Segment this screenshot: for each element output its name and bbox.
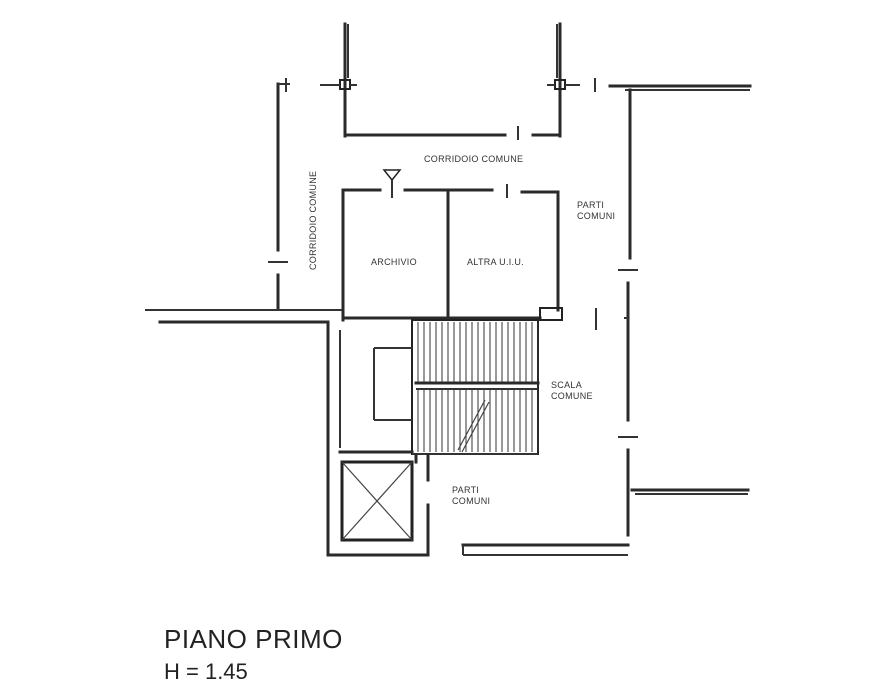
floor-plan: CORRIDOIO COMUNE CORRIDOIO COMUNE PARTI … [145,22,752,557]
bottom-walls [461,543,630,556]
label-parti-comuni-right-2: COMUNI [577,211,615,221]
label-parti-comuni-bottom-2: COMUNI [452,496,490,506]
label-archivio: ARCHIVIO [371,257,417,267]
upper-rooms-walls [341,169,563,322]
label-scala-1: SCALA [551,380,582,390]
floor-title: PIANO PRIMO [164,624,343,654]
left-corridor-walls [268,82,290,310]
label-scala-2: COMUNE [551,391,593,401]
label-parti-comuni-bottom-1: PARTI [452,485,479,495]
floor-scale: H = 1.45 [164,659,248,684]
staircase [338,319,540,455]
left-slab-walls [145,309,344,557]
label-corridoio-top: CORRIDOIO COMUNE [424,154,523,164]
label-altra-uiu: ALTRA U.I.U. [467,257,524,267]
label-parti-comuni-right-1: PARTI [577,200,604,210]
right-outer-walls [595,84,752,537]
stair-treads [417,322,539,452]
label-corridoio-left: CORRIDOIO COMUNE [308,171,318,270]
top-corridor-walls [285,22,596,140]
elevator-shaft [326,453,430,557]
